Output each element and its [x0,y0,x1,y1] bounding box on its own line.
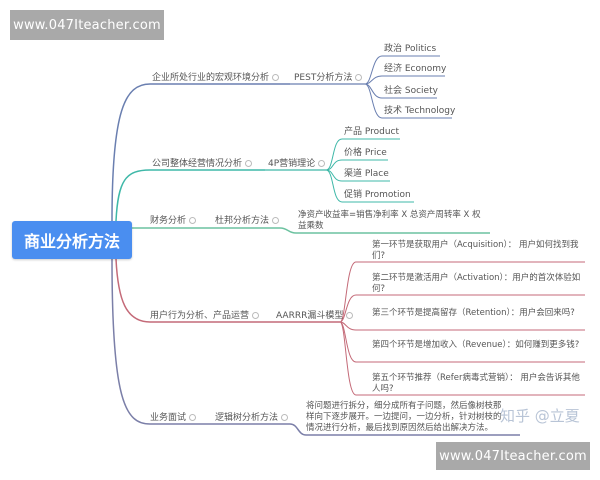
leaf-society[interactable]: 社会 Society [384,86,438,96]
branch-macro-environment[interactable]: 企业所处行业的宏观环境分析 [152,73,280,84]
leaf-retention[interactable]: 第三个环节是提高留存（Retention）：用户会回来吗? [372,308,575,318]
branch-label: 企业所处行业的宏观环境分析 [152,73,270,83]
method-label: AARRR漏斗模型 [276,311,344,321]
branch-business-interview[interactable]: 业务面试 [150,413,197,424]
method-label: PEST分析方法 [294,73,353,83]
leaf-activation[interactable]: 第二环节是激活用户（Activation）：用户的首次体验如何? [372,273,581,294]
leaf-acquisition[interactable]: 第一环节是获取用户（Acquisition）： 用户如何找到我们? [372,240,579,261]
branch-label: 业务面试 [150,413,187,423]
method-4p[interactable]: 4P营销理论 [268,159,326,170]
watermark-bottom: www.047Iteacher.com [436,442,590,470]
leaf-price[interactable]: 价格 Price [344,148,387,158]
collapse-icon[interactable] [245,160,253,167]
branch-user-behavior[interactable]: 用户行为分析、产品运营 [150,311,260,322]
method-aarrr[interactable]: AARRR漏斗模型 [276,311,354,322]
method-label: 逻辑树分析方法 [215,413,279,423]
branch-company-operations[interactable]: 公司整体经营情况分析 [152,159,253,170]
branch-label: 财务分析 [150,216,187,226]
collapse-icon[interactable] [355,74,363,81]
branch-financial[interactable]: 财务分析 [150,216,197,227]
leaf-referral[interactable]: 第五个环节推荐（Refer病毒式营销）： 用户会告诉其他人吗? [372,373,580,394]
watermark-top: www.047Iteacher.com [10,10,164,40]
collapse-icon[interactable] [346,312,354,319]
branch-label: 用户行为分析、产品运营 [150,311,250,321]
method-pest[interactable]: PEST分析方法 [294,73,363,84]
collapse-icon[interactable] [272,74,280,81]
leaf-product[interactable]: 产品 Product [344,127,400,137]
leaf-roe-formula[interactable]: 净资产收益率=销售净利率 X 总资产周转率 X 权益乘数 [298,210,481,231]
collapse-icon[interactable] [189,217,197,224]
collapse-icon[interactable] [272,217,280,224]
leaf-promotion[interactable]: 促销 Promotion [344,190,411,200]
method-dupont[interactable]: 杜邦分析方法 [215,216,280,227]
collapse-icon[interactable] [252,312,260,319]
leaf-logic-tree-desc[interactable]: 将问题进行拆分，细分成所有子问题，然后像树枝那样向下逐步展开。一边提问，一边分析… [306,401,502,433]
root-node[interactable]: 商业分析方法 [12,221,132,259]
collapse-icon[interactable] [318,160,326,167]
leaf-politics[interactable]: 政治 Politics [384,44,437,54]
collapse-icon[interactable] [189,414,197,421]
leaf-revenue[interactable]: 第四个环节是增加收入（Revenue）：如何赚到更多钱? [372,340,580,350]
leaf-economy[interactable]: 经济 Economy [384,64,447,74]
leaf-technology[interactable]: 技术 Technology [384,106,456,116]
method-label: 杜邦分析方法 [215,216,270,226]
source-watermark: 知乎 @立夏 [500,407,580,425]
collapse-icon[interactable] [281,414,289,421]
leaf-place[interactable]: 渠道 Place [344,169,389,179]
method-label: 4P营销理论 [268,159,316,169]
method-logic-tree[interactable]: 逻辑树分析方法 [215,413,289,424]
branch-label: 公司整体经营情况分析 [152,159,243,169]
